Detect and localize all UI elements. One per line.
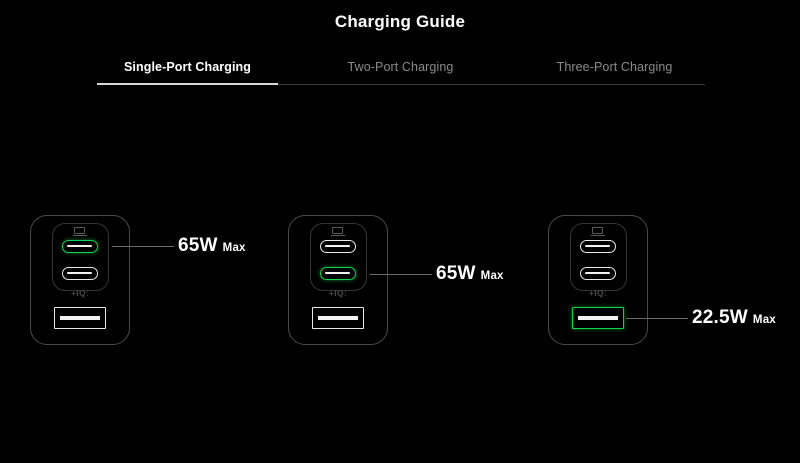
callout-line-three [626, 318, 688, 319]
usb-c-port-top[interactable] [62, 240, 98, 253]
tab-single-port-charging[interactable]: Single-Port Charging [124, 60, 251, 74]
laptop-icon [591, 227, 605, 238]
callout-label-three: 22.5W Max [692, 308, 776, 327]
charger-diagram-one: +IQː [30, 215, 132, 347]
usb-c-port-top[interactable] [320, 240, 356, 253]
usb-a-port-bottom[interactable] [54, 307, 106, 329]
page-title: Charging Guide [334, 12, 466, 31]
usb-c-port-middle[interactable] [62, 267, 98, 280]
callout-label-one: 65W Max [178, 236, 246, 255]
callout-max-one: Max [222, 242, 246, 254]
charger-inner-panel [570, 223, 627, 291]
charger-body [288, 215, 388, 345]
usb-c-port-middle[interactable] [320, 267, 356, 280]
charger-inner-panel [310, 223, 367, 291]
tab-bar: Single-Port Charging Two-Port Charging T… [97, 56, 705, 86]
callout-max-two: Max [480, 270, 504, 282]
tab-underline-track [97, 84, 705, 85]
tab-active-indicator [97, 83, 278, 85]
charger-body [548, 215, 648, 345]
poweriq-logo: +IQː [589, 288, 607, 298]
usb-c-port-top[interactable] [580, 240, 616, 253]
charger-body [30, 215, 130, 345]
usb-c-port-middle[interactable] [580, 267, 616, 280]
tab-two-port-charging[interactable]: Two-Port Charging [347, 60, 454, 74]
callout-watts-two: 65W [436, 263, 476, 284]
usb-a-port-bottom[interactable] [312, 307, 364, 329]
callout-watts-one: 65W [178, 235, 218, 256]
callout-line-two [370, 274, 432, 275]
poweriq-logo: +IQː [329, 288, 347, 298]
callout-line-one [112, 246, 174, 247]
charger-diagram-three: +IQː [548, 215, 650, 347]
laptop-icon [73, 227, 87, 238]
tab-three-port-charging[interactable]: Three-Port Charging [556, 60, 673, 74]
charger-inner-panel [52, 223, 109, 291]
callout-max-three: Max [752, 314, 776, 326]
charger-diagram-two: +IQː [288, 215, 390, 347]
callout-label-two: 65W Max [436, 264, 504, 283]
usb-a-port-bottom[interactable] [572, 307, 624, 329]
callout-watts-three: 22.5W [692, 307, 748, 328]
poweriq-logo: +IQː [71, 288, 89, 298]
laptop-icon [331, 227, 345, 238]
